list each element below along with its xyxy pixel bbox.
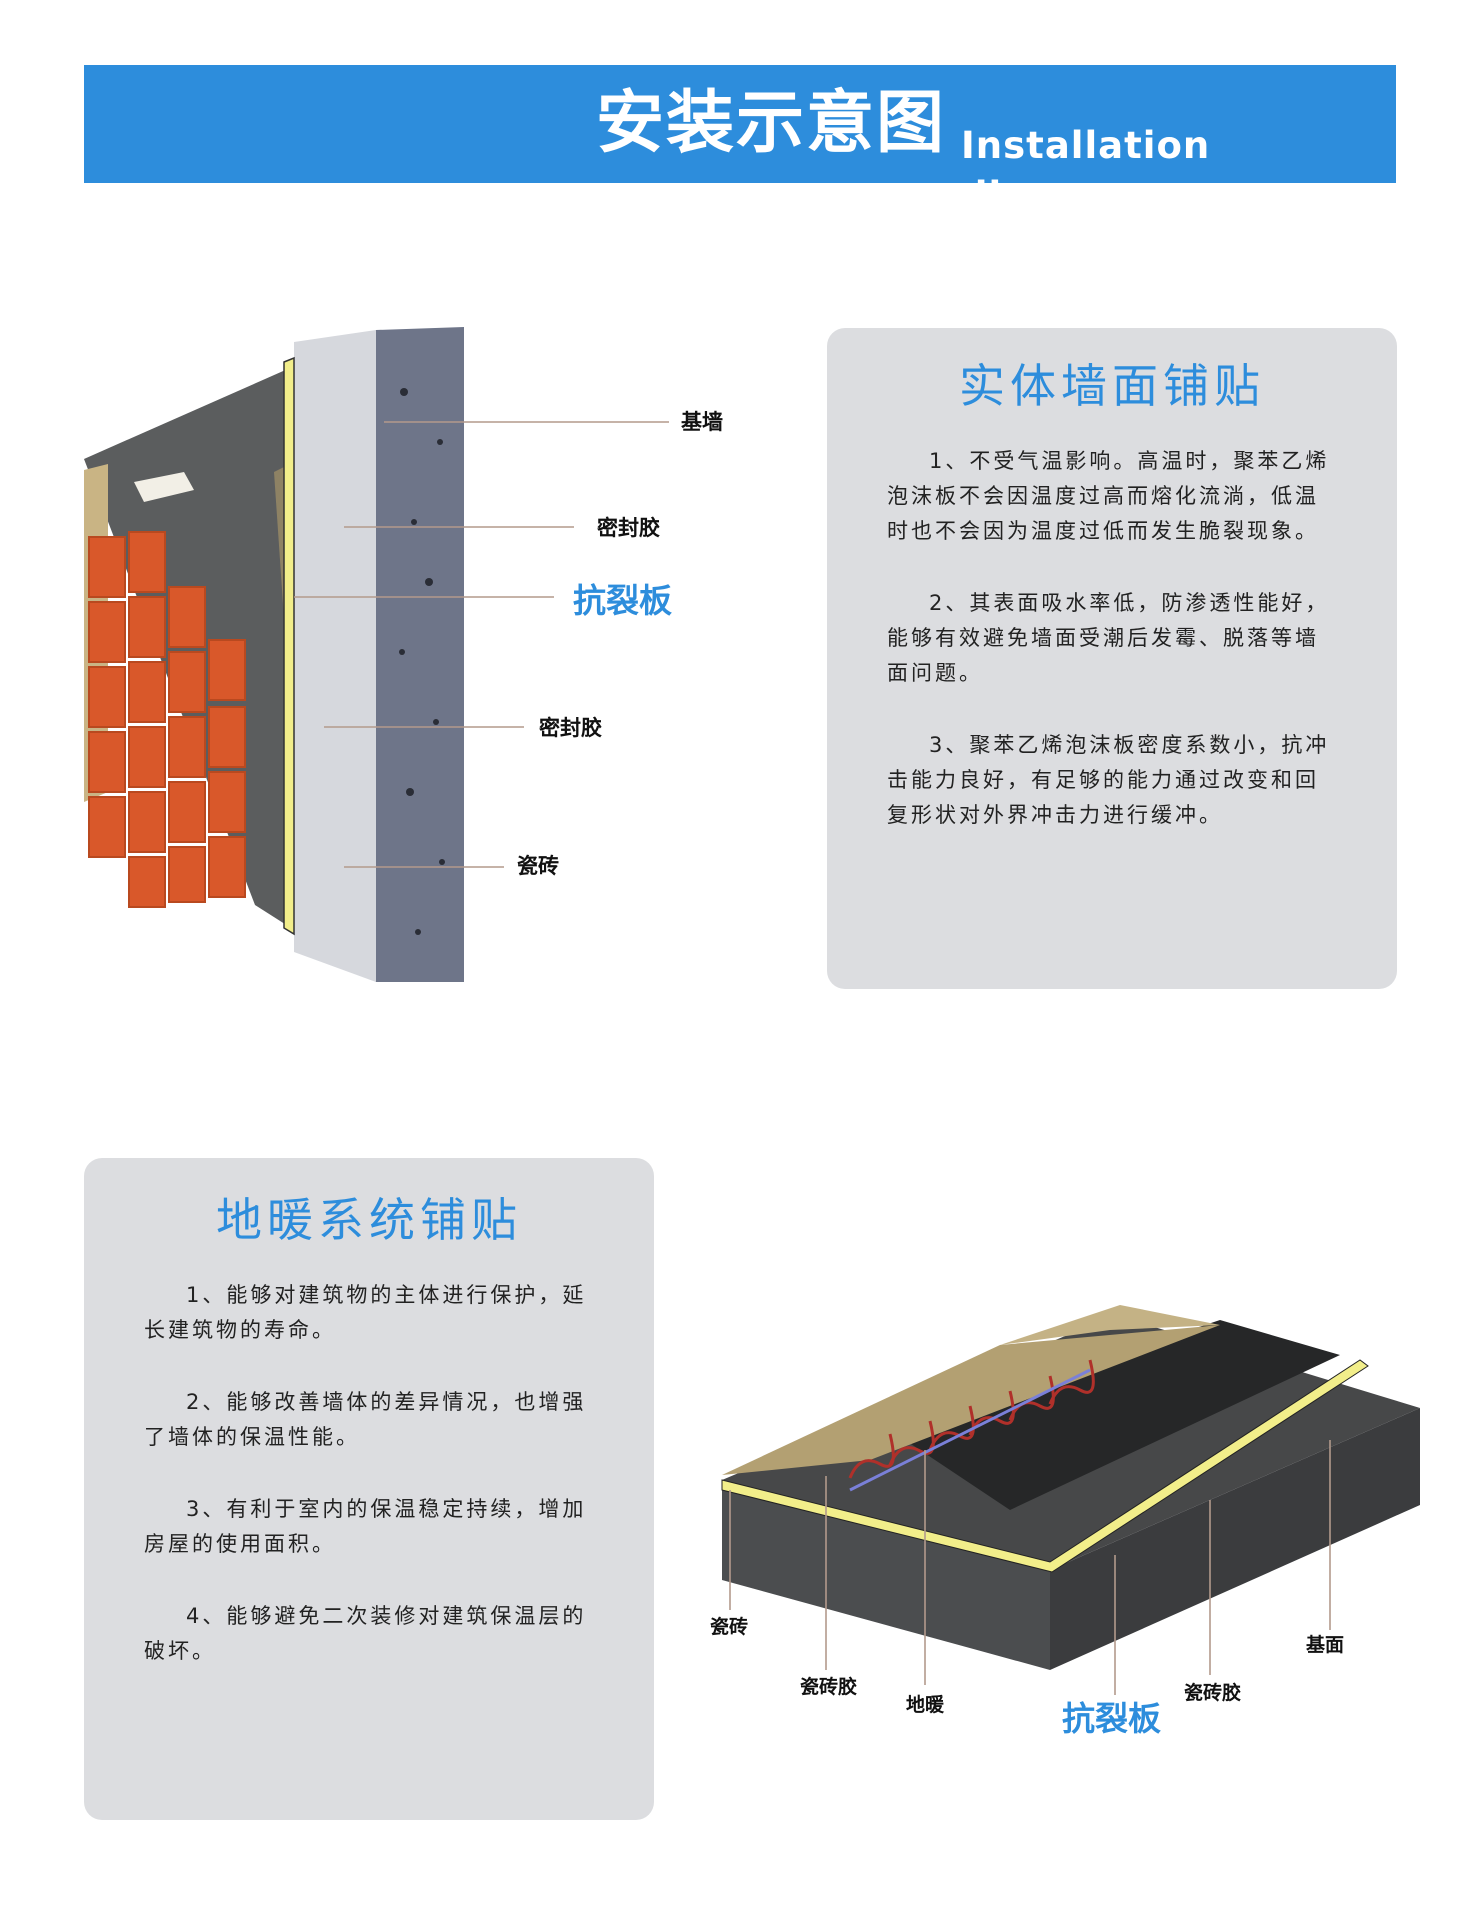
wall-card-title: 实体墙面铺贴 — [959, 359, 1265, 413]
base-wall-concrete — [376, 327, 464, 982]
concrete-speckles — [399, 388, 445, 935]
label-sealant-top: 密封胶 — [597, 516, 660, 540]
wall-diagram: 基墙 密封胶 抗裂板 密封胶 瓷砖 — [84, 322, 744, 1002]
base-wall-front — [294, 330, 376, 982]
wall-point-3: 3、聚苯乙烯泡沫板密度系数小，抗冲击能力良好，有足够的能力通过改变和回复形状对外… — [887, 733, 1330, 827]
heating-pipe — [848, 1359, 1095, 1479]
floor-point-3: 3、有利于室内的保温稳定持续，增加房屋的使用面积。 — [144, 1497, 587, 1556]
paper-scrap — [134, 472, 194, 502]
floor-diagram: 瓷砖 瓷砖胶 地暖 抗裂板 瓷砖胶 基面 — [700, 1300, 1430, 1770]
floor-point-2: 2、能够改善墙体的差异情况，也增强了墙体的保温性能。 — [144, 1390, 587, 1449]
label-tile: 瓷砖 — [517, 854, 559, 878]
tile-grid — [88, 531, 246, 908]
wall-points: 1、不受气温影响。高温时，聚苯乙烯泡沫板不会因温度过高而熔化流淌，低温时也不会因… — [887, 444, 1337, 870]
floor-info-card: 地暖系统铺贴 1、能够对建筑物的主体进行保护，延长建筑物的寿命。 2、能够改善墙… — [84, 1158, 654, 1820]
page-title: 安装示意图 — [596, 84, 947, 163]
slab-side — [1050, 1408, 1420, 1670]
floor-leader-lines — [729, 1440, 1331, 1695]
wall-info-card: 实体墙面铺贴 1、不受气温影响。高温时，聚苯乙烯泡沫板不会因温度过高而熔化流淌，… — [827, 328, 1397, 989]
page-subtitle: Installation diagram — [961, 124, 1211, 217]
wall-point-2: 2、其表面吸水率低，防渗透性能好，能够有效避免墙面受潮后发霉、脱落等墙面问题。 — [887, 591, 1330, 685]
label-sealant-bottom: 密封胶 — [539, 716, 602, 740]
slab-front — [722, 1480, 1050, 1670]
crack-board-layer — [721, 1359, 1369, 1573]
floor-points: 1、能够对建筑物的主体进行保护，延长建筑物的寿命。 2、能够改善墙体的差异情况，… — [144, 1278, 594, 1706]
tile-top — [722, 1325, 1220, 1475]
label-base-wall: 基墙 — [681, 410, 723, 434]
heating-manifold-line — [849, 1368, 1091, 1492]
label-floor-adhesive-2: 瓷砖胶 — [1184, 1682, 1242, 1704]
label-floor-heating: 地暖 — [906, 1694, 945, 1716]
wall-layers-illustration — [84, 327, 669, 982]
header-banner: 安装示意图 Installation diagram — [84, 65, 1396, 217]
wall-leader-lines — [294, 421, 669, 868]
floor-point-1: 1、能够对建筑物的主体进行保护，延长建筑物的寿命。 — [144, 1283, 587, 1342]
label-crack-board: 抗裂板 — [573, 581, 672, 620]
crack-board-layer — [283, 356, 295, 936]
tile-top-back — [1000, 1305, 1220, 1345]
adhesive-band — [890, 1320, 1340, 1510]
label-floor-crack-board: 抗裂板 — [1062, 1699, 1161, 1738]
floor-layers-illustration — [721, 1305, 1420, 1695]
label-floor-adhesive-1: 瓷砖胶 — [800, 1676, 858, 1698]
wall-point-1: 1、不受气温影响。高温时，聚苯乙烯泡沫板不会因温度过高而熔化流淌，低温时也不会因… — [887, 449, 1330, 543]
label-floor-tile: 瓷砖 — [710, 1616, 749, 1638]
label-floor-base: 基面 — [1306, 1634, 1345, 1656]
floor-point-4: 4、能够避免二次装修对建筑保温层的破坏。 — [144, 1604, 587, 1663]
floor-card-title: 地暖系统铺贴 — [216, 1193, 522, 1247]
